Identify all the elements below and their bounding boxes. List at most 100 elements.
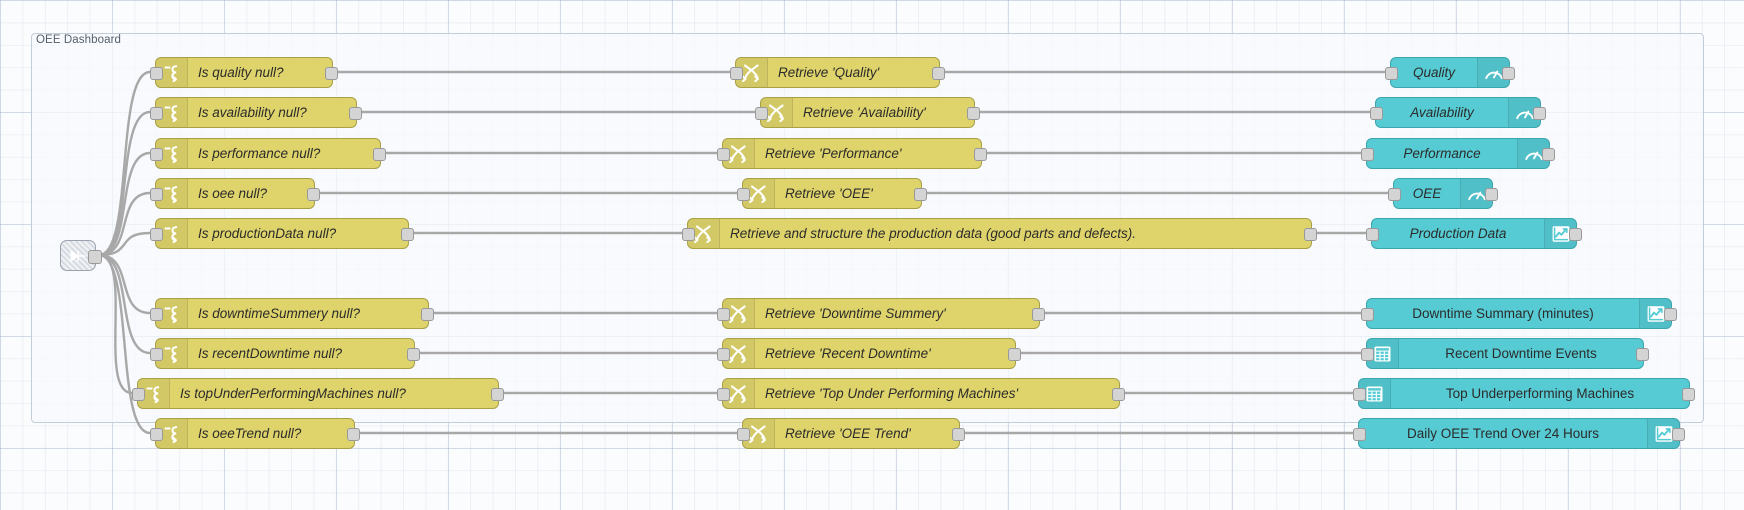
dashboard-node[interactable]: Downtime Summary (minutes) xyxy=(1361,298,1677,329)
change-node[interactable]: Retrieve 'Downtime Summery' xyxy=(717,298,1045,329)
node-output-port[interactable] xyxy=(932,66,945,80)
node-output-port[interactable] xyxy=(1502,66,1515,80)
node-output-port[interactable] xyxy=(401,227,414,241)
node-input-port[interactable] xyxy=(755,106,768,120)
switch-node[interactable]: Is productionData null? xyxy=(150,218,414,249)
node-output-port[interactable] xyxy=(373,147,386,161)
link-in-node[interactable] xyxy=(60,240,102,271)
node-output-port[interactable] xyxy=(1672,427,1685,441)
node-input-port[interactable] xyxy=(717,387,730,401)
node-input-port[interactable] xyxy=(737,187,750,201)
node-input-port[interactable] xyxy=(150,227,163,241)
dashboard-node[interactable]: Recent Downtime Events xyxy=(1361,338,1649,369)
node-input-port[interactable] xyxy=(1361,347,1374,361)
change-node-label: Retrieve 'Quality' xyxy=(778,65,880,80)
link-in-output-port[interactable] xyxy=(88,249,102,264)
change-node[interactable]: Retrieve 'Quality' xyxy=(730,57,945,88)
node-input-port[interactable] xyxy=(1361,307,1374,321)
node-output-port[interactable] xyxy=(1485,187,1498,201)
node-input-port[interactable] xyxy=(150,427,163,441)
dashboard-node[interactable]: Availability xyxy=(1370,97,1546,128)
switch-icon xyxy=(156,58,188,87)
node-output-port[interactable] xyxy=(1636,347,1649,361)
change-node[interactable]: Retrieve 'Availability' xyxy=(755,97,980,128)
node-input-port[interactable] xyxy=(1353,427,1366,441)
dashboard-node-label: Production Data xyxy=(1409,226,1507,241)
switch-node[interactable]: Is oeeTrend null? xyxy=(150,418,360,449)
switch-node[interactable]: Is topUnderPerformingMachines null? xyxy=(132,378,504,409)
node-input-port[interactable] xyxy=(730,66,743,80)
dashboard-node-label: Top Underperforming Machines xyxy=(1445,386,1635,401)
change-node[interactable]: Retrieve and structure the production da… xyxy=(682,218,1317,249)
node-input-port[interactable] xyxy=(1385,66,1398,80)
dashboard-node-label: Availability xyxy=(1410,105,1474,120)
node-input-port[interactable] xyxy=(1361,147,1374,161)
switch-node-label: Is productionData null? xyxy=(198,226,337,241)
node-input-port[interactable] xyxy=(717,147,730,161)
switch-node[interactable]: Is performance null? xyxy=(150,138,386,169)
node-input-port[interactable] xyxy=(150,347,163,361)
node-input-port[interactable] xyxy=(1353,387,1366,401)
node-input-port[interactable] xyxy=(737,427,750,441)
node-output-port[interactable] xyxy=(1032,307,1045,321)
change-node[interactable]: Retrieve 'Recent Downtime' xyxy=(717,338,1021,369)
node-input-port[interactable] xyxy=(150,307,163,321)
node-output-port[interactable] xyxy=(349,106,362,120)
node-output-port[interactable] xyxy=(421,307,434,321)
node-input-port[interactable] xyxy=(1370,106,1383,120)
switch-icon xyxy=(156,299,188,328)
node-output-port[interactable] xyxy=(407,347,420,361)
switch-node[interactable]: Is availability null? xyxy=(150,97,362,128)
dashboard-node[interactable]: Production Data xyxy=(1366,218,1582,249)
node-output-port[interactable] xyxy=(307,187,320,201)
change-node[interactable]: Retrieve 'OEE' xyxy=(737,178,927,209)
node-output-port[interactable] xyxy=(1682,387,1695,401)
change-node-label: Retrieve 'OEE' xyxy=(785,186,873,201)
node-input-port[interactable] xyxy=(717,347,730,361)
group-label: OEE Dashboard xyxy=(36,34,122,46)
change-node-label: Retrieve 'OEE Trend' xyxy=(785,426,911,441)
switch-node[interactable]: Is downtimeSummery null? xyxy=(150,298,434,329)
switch-node-label: Is performance null? xyxy=(198,146,321,161)
dashboard-node[interactable]: Performance xyxy=(1361,138,1555,169)
switch-icon xyxy=(156,419,188,448)
dashboard-node[interactable]: OEE xyxy=(1388,178,1498,209)
node-output-port[interactable] xyxy=(1112,387,1125,401)
dashboard-node[interactable]: Quality xyxy=(1385,57,1515,88)
dashboard-node[interactable]: Daily OEE Trend Over 24 Hours xyxy=(1353,418,1685,449)
switch-node-label: Is recentDowntime null? xyxy=(198,346,343,361)
node-input-port[interactable] xyxy=(132,387,145,401)
node-output-port[interactable] xyxy=(347,427,360,441)
node-output-port[interactable] xyxy=(967,106,980,120)
switch-node-label: Is oeeTrend null? xyxy=(198,426,302,441)
node-input-port[interactable] xyxy=(150,66,163,80)
node-output-port[interactable] xyxy=(974,147,987,161)
dashboard-node-label: Quality xyxy=(1412,65,1456,80)
node-input-port[interactable] xyxy=(717,307,730,321)
node-input-port[interactable] xyxy=(150,106,163,120)
node-input-port[interactable] xyxy=(682,227,695,241)
node-input-port[interactable] xyxy=(1366,227,1379,241)
node-output-port[interactable] xyxy=(1008,347,1021,361)
switch-node[interactable]: Is oee null? xyxy=(150,178,320,209)
node-output-port[interactable] xyxy=(491,387,504,401)
node-output-port[interactable] xyxy=(1533,106,1546,120)
switch-node[interactable]: Is recentDowntime null? xyxy=(150,338,420,369)
dashboard-node[interactable]: Top Underperforming Machines xyxy=(1353,378,1695,409)
change-node[interactable]: Retrieve 'OEE Trend' xyxy=(737,418,965,449)
node-input-port[interactable] xyxy=(150,187,163,201)
switch-node[interactable]: Is quality null? xyxy=(150,57,338,88)
node-output-port[interactable] xyxy=(1542,147,1555,161)
node-output-port[interactable] xyxy=(1569,227,1582,241)
node-output-port[interactable] xyxy=(914,187,927,201)
node-output-port[interactable] xyxy=(325,66,338,80)
node-output-port[interactable] xyxy=(952,427,965,441)
node-input-port[interactable] xyxy=(1388,187,1401,201)
node-output-port[interactable] xyxy=(1664,307,1677,321)
change-node[interactable]: Retrieve 'Performance' xyxy=(717,138,987,169)
switch-node-label: Is availability null? xyxy=(198,105,307,120)
node-input-port[interactable] xyxy=(150,147,163,161)
node-output-port[interactable] xyxy=(1304,227,1317,241)
change-node[interactable]: Retrieve 'Top Under Performing Machines' xyxy=(717,378,1125,409)
